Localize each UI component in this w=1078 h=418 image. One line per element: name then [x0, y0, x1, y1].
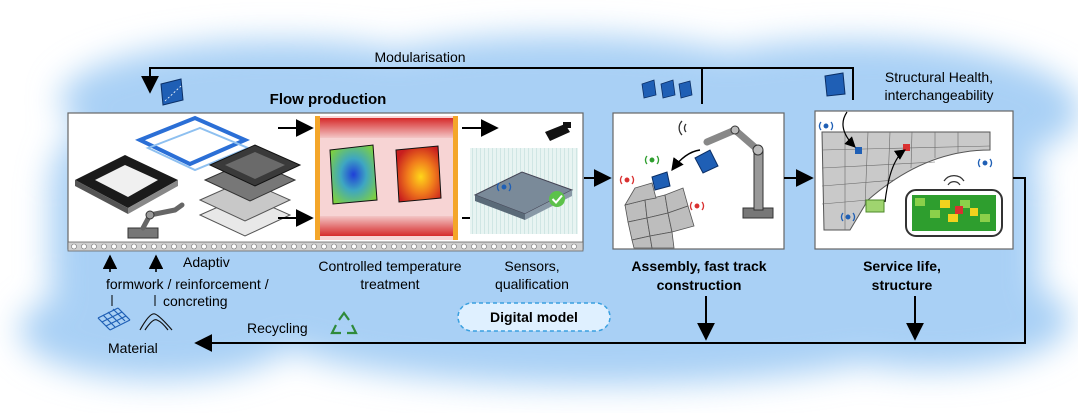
service-title-1: Service life, [863, 258, 941, 274]
material-label: Material [108, 340, 158, 356]
formwork-frame-icon [75, 155, 178, 214]
assembly-robot-icon [703, 125, 774, 219]
modularisation-label: Modularisation [374, 49, 465, 65]
recycling-loop [194, 177, 1026, 352]
robot-arm-icon [127, 202, 185, 239]
qualified-panel [470, 148, 578, 234]
step-temperature-label-1: Controlled temperature [318, 258, 461, 274]
service-life-panel [814, 110, 1014, 250]
step-sensors-label-1: Sensors, [504, 258, 559, 274]
module-icon [160, 78, 184, 106]
sand-pile-icon [139, 313, 173, 331]
digital-model-label: Digital model [490, 309, 578, 325]
interchangeability-label: interchangeability [885, 87, 994, 103]
mesh-icon [97, 307, 131, 331]
temperature-chamber [315, 116, 458, 240]
camera-icon [545, 122, 571, 141]
assembly-title-2: construction [657, 277, 742, 293]
sensor-signal-icon [496, 182, 512, 192]
digital-model-badge: Digital model [457, 302, 611, 332]
assembly-title-1: Assembly, fast track [631, 258, 766, 274]
recycling-label: Recycling [247, 320, 308, 336]
recycle-icon [330, 311, 358, 335]
modularisation-loop: Modularisation [141, 49, 854, 104]
concreting-stack-icon [198, 144, 302, 237]
service-title-2: structure [872, 277, 933, 293]
assembly-panel [612, 112, 785, 250]
module-icon-2 [824, 72, 846, 97]
step-sensors-label-2: qualification [495, 276, 569, 292]
flow-production-panel [67, 112, 584, 252]
signal-icons [619, 120, 705, 211]
flow-production-title: Flow production [270, 91, 387, 108]
structural-health-label: Structural Health, [885, 69, 993, 85]
step-concreting-label: concreting [163, 293, 228, 309]
step-temperature-label-2: treatment [360, 276, 419, 292]
modules-icon [641, 79, 693, 99]
step-formwork-label: formwork / reinforcement / [106, 276, 269, 292]
step-adaptive-label: Adaptiv [183, 254, 230, 270]
check-icon [549, 191, 565, 207]
service-signal-icons [818, 121, 993, 222]
monitoring-screen-icon [905, 175, 1003, 237]
